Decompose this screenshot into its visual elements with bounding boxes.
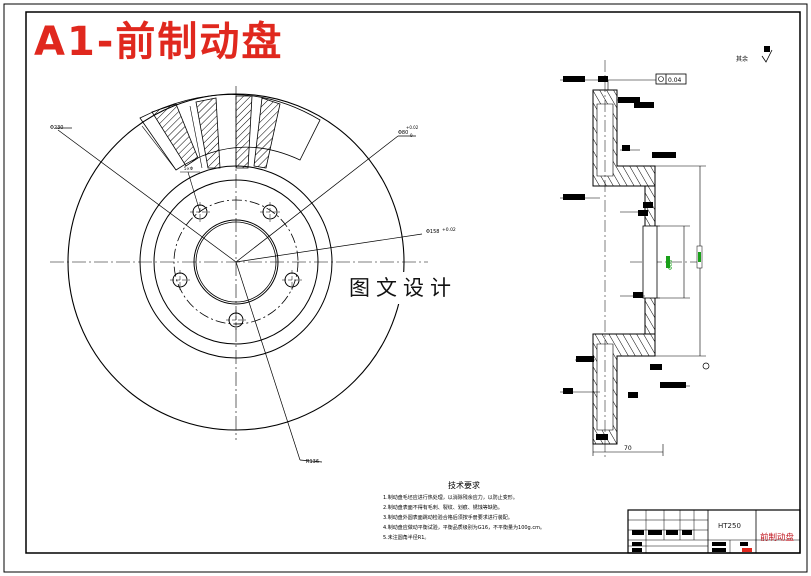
tech-heading: 技术要求 (448, 480, 480, 490)
drawing-title: A1-前制动盘 (34, 19, 284, 65)
gdt-frame: 0.04 (655, 73, 687, 85)
vent-section-hatch (151, 103, 199, 167)
dim-d3: Φ158 (426, 229, 439, 235)
title-block-fills (632, 530, 752, 552)
tech-item: 5.未注圆角半径R1。 (383, 534, 429, 541)
dim-d2-tol-lower: 0 (410, 133, 413, 138)
front-view-labels: Φ230 Φ80 +0.02 0 Φ158 +0.02 R136 5×Φ (50, 125, 456, 465)
dim-width: 70 (624, 445, 632, 452)
dim-d1: Φ230 (50, 125, 63, 131)
technical-requirements: 技术要求 1.制动盘毛坯应进行热处理，以消除残余应力，以防止变形。 2.制动盘表… (383, 480, 545, 541)
section-view (560, 60, 710, 460)
title-block-part-name: 前制动盘 (760, 532, 795, 543)
dim-d3-tol: +0.02 (442, 227, 456, 233)
front-view (50, 86, 428, 463)
surface-note-group: 其余 (736, 46, 773, 63)
section-annotation-boxes (563, 76, 686, 440)
title-block-material: HT250 (718, 522, 741, 530)
outer-border (3, 3, 808, 573)
dim-section-vertical: Φ80 (668, 260, 674, 270)
tech-item: 1.制动盘毛坯应进行热处理，以消除残余应力，以防止变形。 (383, 494, 518, 501)
vent-section-hatch-2 (195, 97, 221, 169)
dim-d2-tol-upper: +0.02 (406, 125, 419, 130)
hub-bore (642, 225, 658, 299)
hole-note: 5×Φ (184, 166, 193, 171)
tech-item: 2.制动盘表面不得有毛刺、裂纹、划痕、锈蚀等缺陷。 (383, 504, 503, 511)
gdt-value: 0.04 (668, 77, 682, 84)
watermark-label: 图文设计 (332, 272, 474, 304)
dim-d2: Φ80 (398, 130, 408, 136)
datum-marker (702, 362, 710, 370)
vent-section-outline (139, 94, 321, 171)
inner-border (25, 11, 801, 554)
vent-section-hatch-4 (253, 97, 281, 169)
vent-section-hatch-3 (235, 95, 253, 169)
tech-item: 3.制动盘外圆表面跳动检验合格后须按手册要求进行装配。 (383, 514, 513, 521)
tech-item: 4.制动盘应做动平衡试验，平衡品质级别为G16，不平衡量为100g.cm。 (383, 524, 545, 531)
surface-note: 其余 (736, 55, 748, 63)
section-dimension-labels: 70 Φ80 (624, 245, 703, 452)
dim-r-outer: R136 (306, 459, 319, 465)
